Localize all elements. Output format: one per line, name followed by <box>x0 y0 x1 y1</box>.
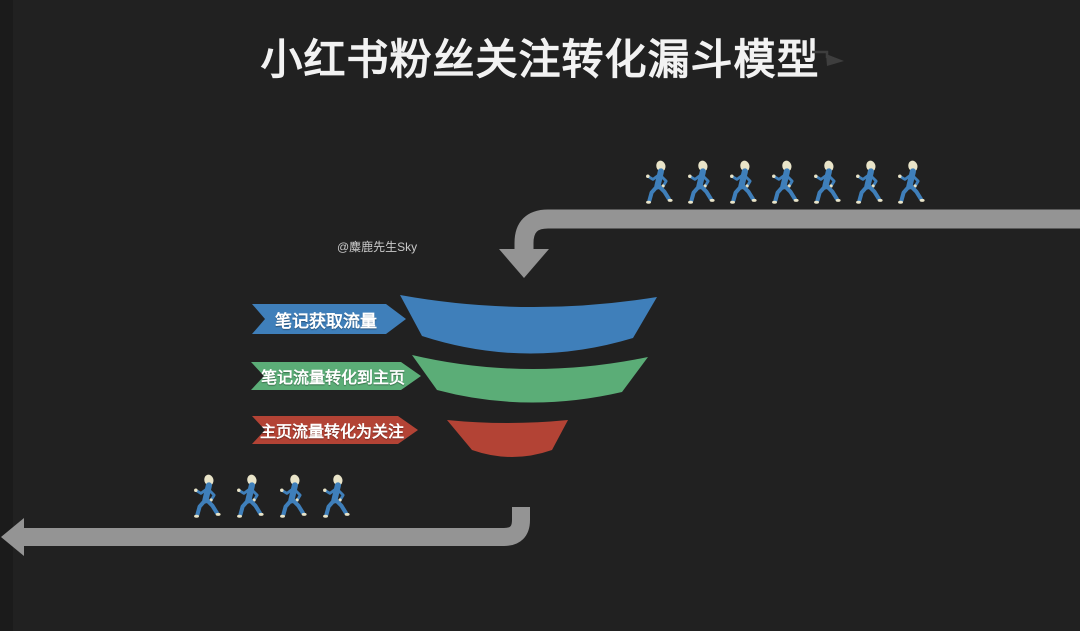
walking-person-icon <box>322 471 352 521</box>
outflow-arrow-head <box>1 518 24 556</box>
outflow-arrow-shaft <box>22 507 530 546</box>
watermark: @麋鹿先生Sky <box>337 240 418 254</box>
stage-label-banner-1: 笔记获取流量 <box>252 304 406 334</box>
walking-person-icon <box>193 471 223 521</box>
walking-person-icon <box>729 157 759 207</box>
funnel-band-middle <box>412 355 648 403</box>
pointer-cursor-icon <box>812 50 844 66</box>
outflow-arrow <box>1 507 530 556</box>
funnel-band-top <box>400 295 657 354</box>
walking-person-icon <box>897 157 927 207</box>
walking-person-icon <box>236 471 266 521</box>
walking-person-icon <box>813 157 843 207</box>
stage-label: 主页流量转化为关注 <box>260 424 405 441</box>
walking-person-icon <box>855 157 885 207</box>
inflow-arrow-shaft <box>514 209 1080 252</box>
stage-label-banner-2: 笔记流量转化到主页 <box>251 362 421 390</box>
walking-person-icon <box>771 157 801 207</box>
stage-label: 笔记流量转化到主页 <box>261 370 406 387</box>
stage-label-banner-3: 主页流量转化为关注 <box>252 416 418 444</box>
walking-person-icon <box>645 157 675 207</box>
people-row-bottom <box>193 471 352 521</box>
inflow-arrow-head <box>499 249 549 278</box>
page-title: 小红书粉丝关注转化漏斗模型 <box>260 36 820 83</box>
funnel-band-bottom <box>447 420 568 457</box>
stage-label: 笔记获取流量 <box>275 311 377 331</box>
walking-person-icon <box>279 471 309 521</box>
people-row-top <box>645 157 927 207</box>
inflow-arrow <box>499 209 1080 278</box>
left-edge-strip <box>0 0 13 631</box>
walking-person-icon <box>687 157 717 207</box>
